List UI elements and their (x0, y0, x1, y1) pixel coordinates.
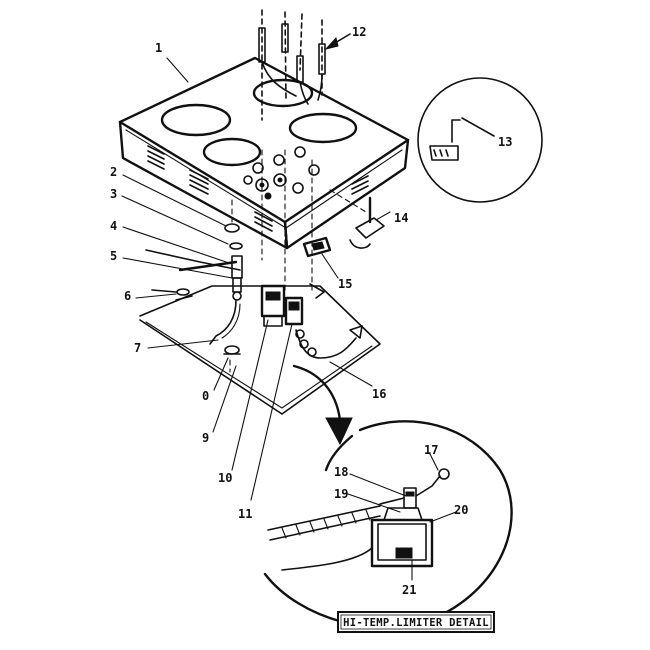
cooktop-housing (118, 56, 410, 250)
mounting-clip (302, 236, 332, 258)
callout-20: 20 (454, 503, 468, 517)
callout-6: 6 (124, 289, 131, 303)
leader-lines (121, 57, 457, 581)
callout-9: 9 (202, 431, 209, 445)
callout-2: 2 (110, 165, 117, 179)
callout-11: 11 (238, 507, 252, 521)
callout-17: 17 (424, 443, 438, 457)
callout-3: 3 (110, 187, 117, 201)
left-hardware (145, 199, 243, 373)
vent-louvers (147, 145, 369, 232)
callout-18: 18 (334, 465, 348, 479)
callout-12: 12 (352, 25, 366, 39)
burner-opening (252, 78, 314, 108)
switch-blocks (260, 283, 325, 327)
callout-13: 13 (498, 135, 512, 149)
callout-14: 14 (394, 211, 408, 225)
callout-5: 5 (110, 249, 117, 263)
hi-temp-limiter-detail (263, 420, 513, 629)
knob-bracket (329, 189, 385, 249)
callout-16: 16 (372, 387, 386, 401)
burner-opening (202, 137, 262, 167)
wire-callout-arrow (324, 33, 351, 50)
callout-10: 10 (218, 471, 232, 485)
callout-21: 21 (402, 583, 416, 597)
callout-1: 1 (155, 41, 162, 55)
control-holes (243, 146, 320, 200)
callout-8: 0 (202, 389, 209, 403)
callout-labels: 1 2 3 4 5 6 7 0 9 10 11 12 13 14 15 16 1… (110, 25, 512, 597)
burner-opening (160, 103, 232, 137)
detail-arrow (292, 364, 353, 446)
callout-4: 4 (110, 219, 117, 233)
inset-detail-13 (417, 77, 543, 203)
callout-15: 15 (338, 277, 352, 291)
callout-7: 7 (134, 341, 141, 355)
detail-caption: HI-TEMP.LIMITER DETAIL (343, 617, 489, 629)
base-plate (139, 285, 381, 415)
wire-leads (258, 9, 326, 291)
detail-caption-box: HI-TEMP.LIMITER DETAIL (337, 611, 495, 633)
callout-19: 19 (334, 487, 348, 501)
burner-opening (288, 112, 358, 144)
